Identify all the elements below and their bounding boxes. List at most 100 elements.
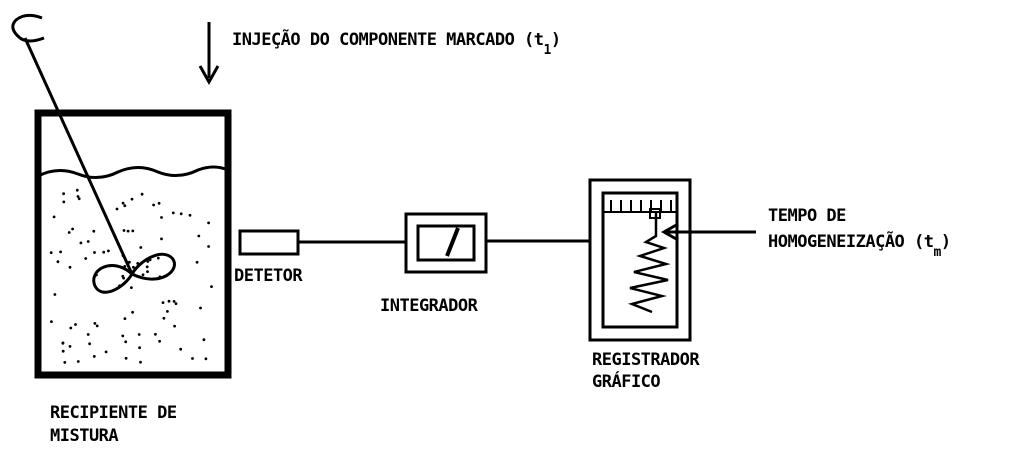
liquid-particle (179, 212, 183, 216)
liquid-particle (207, 221, 211, 225)
liquid-particle (124, 340, 128, 344)
liquid-particle (76, 360, 80, 363)
liquid-particle (195, 260, 199, 264)
vessel-label-line2: MISTURA (50, 426, 119, 446)
homog-label-line2: HOMOGENEIZAÇÃO (tm) (768, 232, 951, 260)
liquid-particle (92, 229, 96, 233)
recorder-label-line2: GRÁFICO (592, 372, 661, 392)
liquid-particle (154, 332, 157, 336)
stirrer (11, 13, 176, 294)
liquid-particle (139, 360, 142, 364)
liquid-particle (137, 333, 141, 336)
liquid-particle (93, 322, 97, 325)
recorder-label-line1: REGISTRADOR (592, 350, 700, 370)
liquid-particle (69, 326, 73, 330)
liquid-particle (132, 265, 135, 269)
integrator-label: INTEGRADOR (380, 296, 478, 316)
graphic-recorder (588, 178, 692, 342)
liquid-particle (191, 357, 194, 360)
liquid-particle (68, 265, 72, 269)
liquid-particle (124, 356, 128, 360)
injection-label: INJEÇÃO DO COMPONENTE MARCADO (t1) (232, 30, 561, 58)
injection-arrow (198, 22, 220, 86)
liquid-particle (156, 256, 160, 260)
liquid-particle (174, 302, 178, 305)
liquid-particle (84, 257, 88, 260)
liquid-particle (121, 201, 125, 205)
liquid-particle (131, 310, 135, 314)
liquid-particle (102, 250, 106, 254)
liquid-particle (146, 270, 149, 273)
liquid-particle (188, 213, 192, 217)
liquid-particle (130, 197, 134, 201)
liquid-particle (140, 192, 144, 196)
liquid-particle (93, 251, 96, 254)
liquid-particle (121, 334, 125, 338)
stirrer-shaft (23, 37, 134, 275)
liquid-particle (145, 265, 149, 269)
detector-box (238, 229, 300, 256)
liquid-particle (68, 345, 72, 348)
liquid-particle (160, 216, 163, 219)
vessel-label-line1: RECIPIENTE DE (50, 403, 177, 423)
recorder-scale-ticks (610, 200, 672, 212)
liquid-particle (157, 201, 161, 205)
liquid-particle (56, 260, 60, 264)
homog-label-line1: TEMPO DE (768, 206, 846, 226)
liquid-particle (121, 274, 125, 278)
liquid-particle (50, 320, 53, 323)
liquid-particle (158, 339, 162, 343)
mixing-vessel (34, 109, 232, 379)
liquid-particle (86, 240, 90, 243)
recorder-trace (628, 211, 671, 314)
liquid-particle (197, 234, 201, 238)
liquid-particle (63, 361, 67, 364)
liquid-particle (67, 231, 71, 234)
liquid-particle (62, 200, 66, 204)
detector-label: DETETOR (234, 266, 303, 286)
liquid-particle (141, 273, 145, 277)
liquid-particle (77, 197, 81, 201)
liquid-particle (122, 229, 126, 232)
liquid-particle (59, 250, 62, 254)
liquid-particle (107, 249, 110, 253)
liquid-particle (53, 293, 57, 296)
stirrer-impeller (92, 252, 176, 294)
liquid-particle (71, 227, 74, 231)
integrator-box (404, 212, 488, 274)
homogenization-arrow (660, 222, 756, 242)
liquid-particle (166, 310, 169, 313)
rotation-icon (11, 13, 45, 43)
liquid-particle (202, 338, 206, 342)
liquid-particle (61, 341, 65, 345)
liquid-particle (130, 286, 133, 289)
liquid-particle (49, 251, 53, 255)
liquid-particle (167, 299, 171, 303)
liquid-particle (160, 237, 163, 241)
liquid-particle (127, 260, 131, 264)
liquid-particle (88, 342, 91, 346)
liquid-particle (79, 241, 83, 245)
vessel-outline (34, 109, 232, 379)
liquid-particle (76, 195, 80, 198)
liquid-surface (37, 165, 229, 179)
liquid-particle (172, 300, 176, 303)
liquid-particle (123, 317, 127, 320)
liquid-particle (138, 346, 142, 350)
liquid-particle (131, 229, 135, 233)
liquid-particle (152, 203, 156, 207)
liquid-particle (139, 246, 143, 249)
liquid-particle (115, 207, 119, 211)
liquid-particle (171, 211, 175, 215)
liquid-particle (62, 192, 65, 196)
liquid-particle (199, 306, 202, 310)
liquid-particle (204, 357, 208, 361)
liquid-particle (104, 350, 108, 354)
liquid-particle (207, 245, 211, 248)
liquid-particle (210, 285, 213, 288)
liquid-particle (75, 188, 79, 192)
liquid-particle (95, 324, 99, 328)
liquid-particle (61, 349, 65, 353)
